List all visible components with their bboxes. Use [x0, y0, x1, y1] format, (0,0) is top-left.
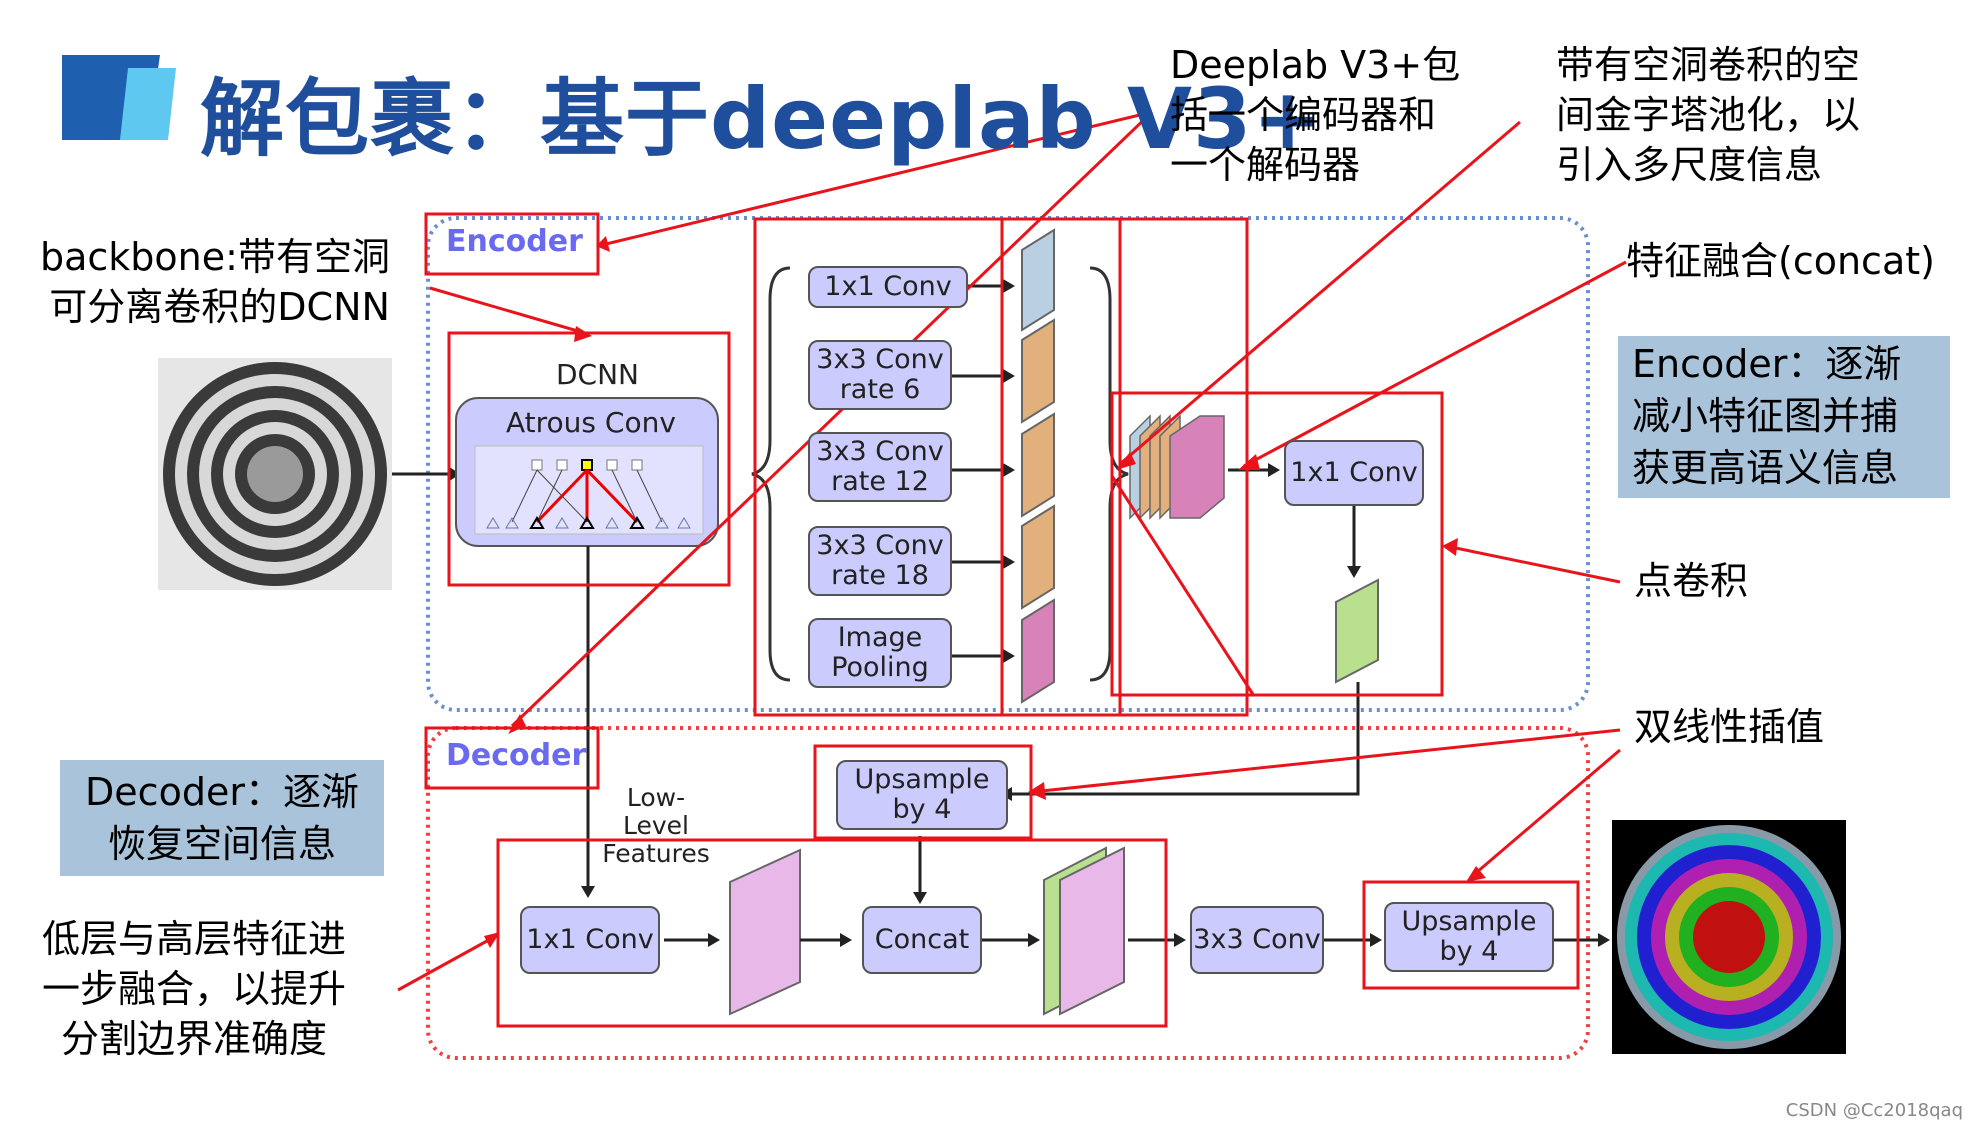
decoder-info-box: Decoder：逐渐 恢复空间信息: [60, 760, 384, 876]
encoder-conv-1x1-label: 1x1 Conv: [1290, 457, 1418, 488]
page-title: 解包裹：基于deeplab V3+: [200, 70, 1324, 168]
aspp-right-brace: [1089, 266, 1129, 682]
atrous-conv-label: Atrous Conv: [506, 406, 676, 439]
deeplab-annotation-line-2: 括一个编码器和: [1170, 93, 1437, 137]
decoder-conv-1x1-label: 1x1 Conv: [526, 924, 654, 955]
encoder-info-line-3: 获更高语义信息: [1632, 446, 1899, 490]
low-level-features-label: Low-Level Features: [596, 784, 716, 868]
decoder-upsample-out-line2: by 4: [1439, 936, 1499, 967]
aspp-annotation-line-2: 间金字塔池化，以: [1556, 93, 1861, 137]
backbone-annotation: backbone:带有空洞 可分离卷积的DCNN: [40, 232, 390, 332]
decoder-label: Decoder: [446, 738, 587, 773]
decoder-upsample-out-line1: Upsample: [1401, 906, 1537, 937]
aspp-conv-rate12: 3x3 Conv rate 12: [808, 432, 952, 502]
aspp-image-pooling-line2: Pooling: [831, 652, 929, 683]
aspp-conv-1x1: 1x1 Conv: [808, 266, 968, 308]
decoder-region: [426, 726, 1590, 1060]
aspp-conv-rate18-line1: 3x3 Conv: [816, 530, 944, 561]
decoder-concat: Concat: [862, 906, 982, 974]
deeplab-annotation-line-3: 一个解码器: [1170, 143, 1361, 187]
fusion-annotation-line-1: 低层与高层特征进: [42, 917, 347, 961]
aspp-annotation-line-3: 引入多尺度信息: [1556, 143, 1823, 187]
aspp-annotation: 带有空洞卷积的空 间金字塔池化，以 引入多尺度信息: [1556, 40, 1860, 190]
decoder-concat-feature: [1043, 846, 1125, 1016]
low-level-line-1: Low-Level: [623, 783, 689, 840]
aspp-conv-rate6: 3x3 Conv rate 6: [808, 340, 952, 410]
decoder-upsample-top-line2: by 4: [892, 794, 952, 825]
aspp-annotation-line-1: 带有空洞卷积的空: [1556, 43, 1861, 87]
watermark: CSDN @Cc2018qaq: [1785, 1100, 1963, 1121]
aspp-conv-rate12-line2: rate 12: [831, 466, 929, 497]
encoder-info-box: Encoder：逐渐 减小特征图并捕 获更高语义信息: [1618, 336, 1950, 498]
aspp-conv-rate6-line1: 3x3 Conv: [816, 344, 944, 375]
fusion-annotation: 低层与高层特征进 一步融合，以提升 分割边界准确度: [42, 914, 346, 1064]
decoder-conv-3x3: 3x3 Conv: [1190, 906, 1324, 974]
aspp-left-brace: [751, 266, 791, 682]
decoder-low-feature: [729, 848, 801, 1016]
fusion-annotation-line-2: 一步融合，以提升: [42, 967, 347, 1011]
concat-annotation: 特征融合(concat): [1626, 239, 1935, 283]
decoder-conv-1x1: 1x1 Conv: [520, 906, 660, 974]
encoder-output-feature: [1335, 578, 1379, 684]
decoder-upsample-top: Upsample by 4: [836, 760, 1008, 830]
decoder-info-line-1: Decoder：逐渐: [85, 770, 359, 814]
aspp-conv-rate18: 3x3 Conv rate 18: [808, 526, 952, 596]
encoder-label: Encoder: [446, 224, 583, 259]
output-segmentation-image: [1612, 820, 1846, 1054]
deeplab-annotation-line-1: Deeplab V3+包: [1170, 43, 1461, 87]
aspp-arrows: [952, 284, 1005, 658]
title-decoration-light: [120, 68, 176, 140]
aspp-conv-1x1-label: 1x1 Conv: [824, 271, 952, 302]
red-arrows: [397, 110, 1627, 992]
backbone-annotation-line-1: backbone:带有空洞: [40, 235, 390, 279]
encoder-info-line-2: 减小特征图并捕: [1632, 394, 1899, 438]
aspp-conv-rate12-line1: 3x3 Conv: [816, 436, 944, 467]
low-level-line-2: Features: [602, 839, 710, 868]
encoder-info-line-1: Encoder：逐渐: [1632, 342, 1902, 386]
aspp-image-pooling: Image Pooling: [808, 618, 952, 688]
aspp-feature-maps: [1021, 228, 1055, 704]
aspp-conv-rate6-line2: rate 6: [839, 374, 921, 405]
encoder-conv-1x1: 1x1 Conv: [1284, 440, 1424, 506]
deeplab-annotation: Deeplab V3+包 括一个编码器和 一个解码器: [1170, 40, 1460, 190]
dcnn-label: DCNN: [556, 358, 640, 391]
decoder-upsample-top-line1: Upsample: [854, 764, 990, 795]
decoder-conv-3x3-label: 3x3 Conv: [1193, 924, 1321, 955]
decoder-info-line-2: 恢复空间信息: [107, 822, 336, 866]
aspp-image-pooling-line1: Image: [837, 622, 923, 653]
atrous-kernel-diagram: [486, 459, 691, 529]
decoder-concat-label: Concat: [874, 924, 970, 955]
concat-feature-stack: [1129, 414, 1225, 520]
aspp-conv-rate18-line2: rate 18: [831, 560, 929, 591]
bilinear-annotation: 双线性插值: [1634, 705, 1825, 749]
fusion-annotation-line-3: 分割边界准确度: [61, 1017, 328, 1061]
pointwise-annotation: 点卷积: [1634, 559, 1749, 603]
decoder-upsample-out: Upsample by 4: [1384, 902, 1554, 972]
input-fringe-image: [158, 358, 392, 590]
backbone-annotation-line-2: 可分离卷积的DCNN: [49, 285, 390, 329]
